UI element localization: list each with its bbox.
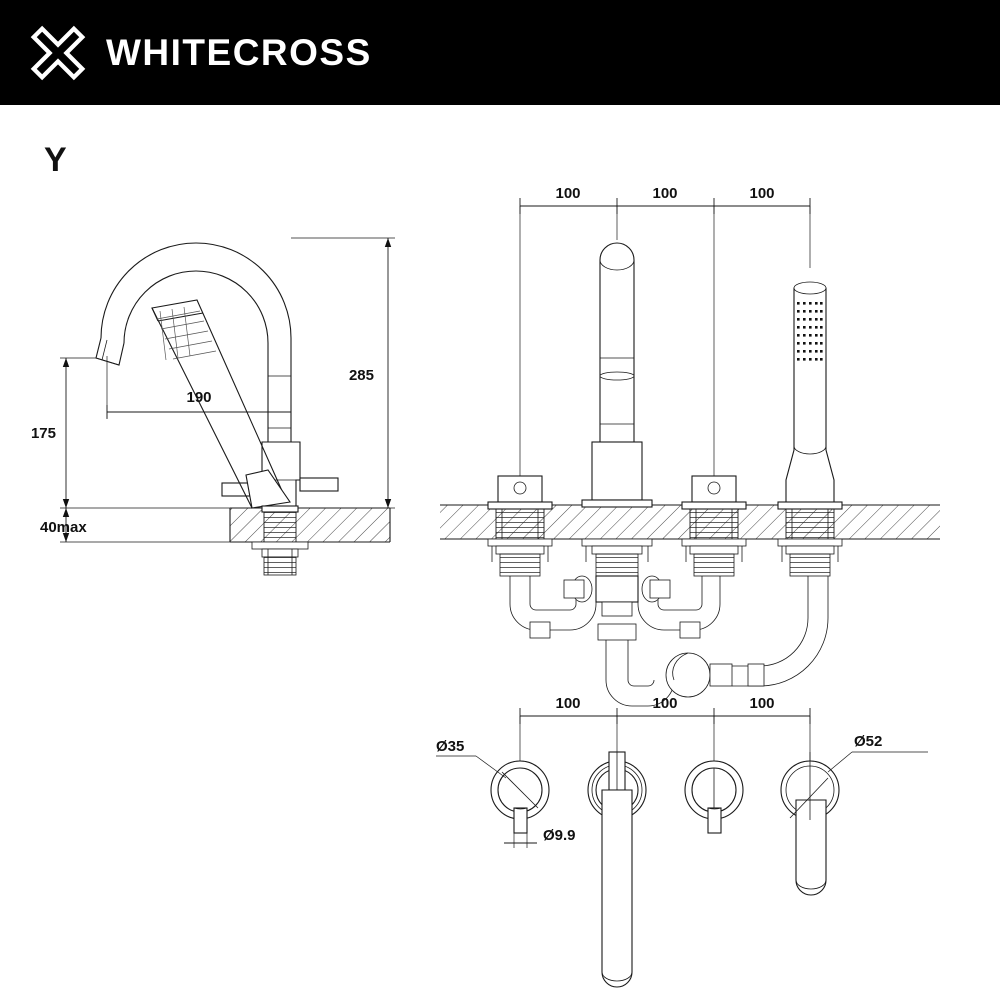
- deck-section: [229, 507, 391, 543]
- variant-label: Y: [44, 141, 67, 179]
- diameter-label-35: Ø35: [436, 738, 464, 755]
- leader-d35: Ø35: [436, 738, 507, 779]
- brand-name: WHITECROSS: [106, 32, 372, 73]
- dimension-190: 190: [106, 356, 292, 442]
- plan-handle-right: [684, 760, 744, 834]
- below-deck-fittings: [487, 538, 843, 579]
- dimension-label-190: 190: [186, 389, 211, 406]
- dimension-175: 175: [31, 357, 230, 509]
- dimension-label-front-100-3: 100: [749, 185, 774, 202]
- gooseneck-spout: [95, 242, 292, 442]
- mounting-shank: [251, 505, 309, 576]
- plan-handle-left: [490, 760, 550, 834]
- handshower-front: [777, 281, 843, 540]
- brand-header: WHITECROSS: [0, 0, 1000, 105]
- pipework: [509, 575, 829, 707]
- dimension-label-285: 285: [349, 367, 374, 384]
- valve-handle-front-right: [681, 475, 747, 540]
- x-cross-icon: [30, 25, 86, 80]
- dimension-40max: 40max: [40, 508, 230, 543]
- dimension-label-plan-100-1: 100: [555, 695, 580, 712]
- diameter-label-52: Ø52: [854, 733, 882, 750]
- dimension-label-175: 175: [31, 425, 56, 442]
- spout-front: [581, 242, 653, 508]
- spray-holes: [797, 302, 823, 361]
- dimension-285: 285: [291, 237, 395, 509]
- dimension-label-front-100-2: 100: [652, 185, 677, 202]
- dimension-chain-plan: 100 100 100: [519, 695, 811, 802]
- dimension-chain-front: 100 100 100: [519, 185, 811, 480]
- spray-face-perforations: [156, 306, 217, 361]
- plan-spout: [587, 751, 647, 988]
- plan-handshower: [780, 752, 840, 896]
- handshower-side: [151, 299, 291, 509]
- plan-view: 100 100 100 Ø35 Ø9.9: [430, 690, 950, 1000]
- side-elevation-view: 285 190 175 40max: [0, 180, 430, 600]
- dimension-label-front-100-1: 100: [555, 185, 580, 202]
- dimension-label-40max: 40max: [40, 519, 87, 536]
- leader-d52: Ø52: [827, 733, 928, 773]
- dimension-label-plan-100-2: 100: [652, 695, 677, 712]
- dimension-label-plan-100-3: 100: [749, 695, 774, 712]
- valve-handle-front-left: [487, 475, 553, 540]
- diameter-label-99: Ø9.9: [543, 827, 576, 844]
- front-elevation-view: 100 100 100: [430, 180, 950, 707]
- dimension-d99: Ø9.9: [504, 827, 576, 848]
